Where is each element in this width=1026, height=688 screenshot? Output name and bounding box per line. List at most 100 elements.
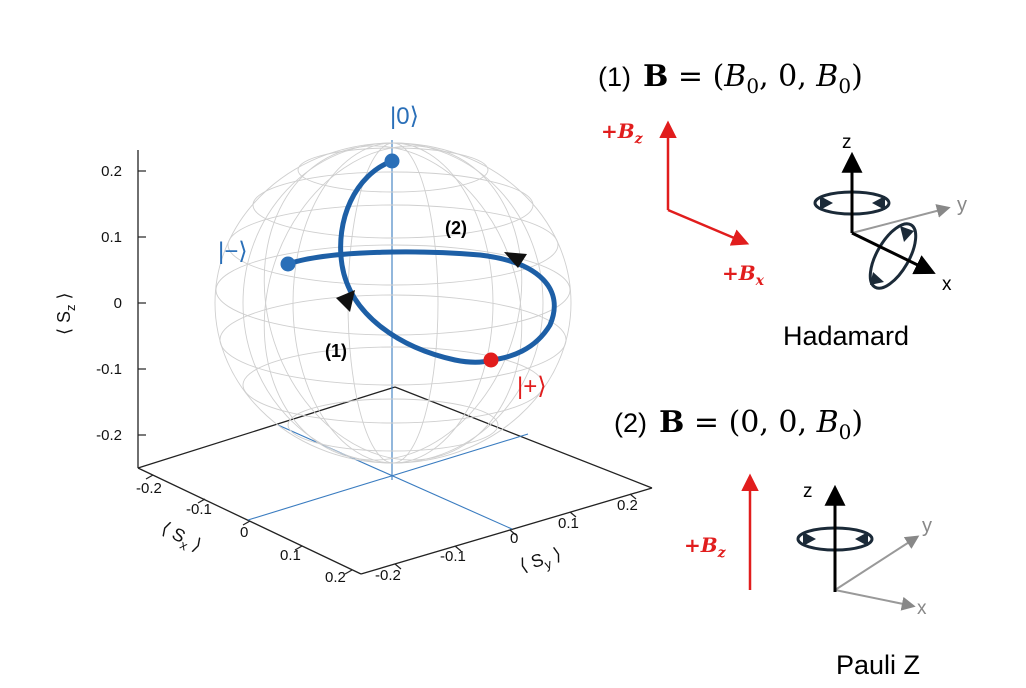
panel1-field-comp2-sub: 0 bbox=[838, 74, 851, 98]
y-tick-label: 0.2 bbox=[617, 497, 638, 514]
x-axis: -0.2 -0.1 0 0.1 0.2 ⟨ Sx ⟩ bbox=[136, 480, 346, 586]
z-axis-title-sub: z bbox=[63, 304, 78, 311]
panel2-axis-z-label: z bbox=[803, 481, 813, 502]
panel1-axis-y-label: y bbox=[957, 194, 967, 216]
tick-mark bbox=[197, 498, 206, 504]
latitude-line bbox=[242, 346, 544, 424]
panel1-field-comp2: B bbox=[815, 59, 838, 94]
rotation-arrow-icon bbox=[855, 532, 868, 546]
tick-mark bbox=[454, 545, 462, 552]
pauli-z-caption: Pauli Z bbox=[836, 650, 920, 680]
z-axis-title-text: ⟨ S bbox=[54, 311, 74, 335]
panel1-axis-x-label: x bbox=[942, 274, 952, 295]
z-tick-label: 0.1 bbox=[101, 229, 122, 246]
z-axis-title-close: ⟩ bbox=[54, 292, 74, 304]
panel1-field-mid: , 0, bbox=[759, 59, 816, 94]
x-tick-label: -0.2 bbox=[136, 480, 162, 497]
direction-arrow-icon bbox=[504, 252, 527, 268]
base-plane bbox=[137, 386, 653, 575]
rotation-arrow-icon bbox=[820, 196, 833, 210]
y-tick-label: -0.2 bbox=[375, 567, 401, 584]
y-axis: -0.2 -0.1 0 0.1 0.2 ⟨ Sy ⟩ bbox=[375, 497, 638, 584]
base-axes-projection bbox=[247, 424, 529, 530]
pauli-z-rotation-axes: z y x bbox=[796, 481, 932, 619]
panel2-number: (2) bbox=[614, 408, 647, 438]
base-edge-back-right bbox=[394, 386, 653, 489]
longitude-line bbox=[292, 142, 494, 464]
state-point-minus bbox=[280, 256, 296, 272]
y-axis-title: ⟨ Sy ⟩ bbox=[517, 544, 565, 580]
tick-mark bbox=[394, 563, 402, 570]
panel1-x-axis bbox=[851, 231, 936, 275]
base-edge-back-left bbox=[137, 386, 396, 469]
y-axis-title-text: ⟨ S bbox=[517, 549, 546, 575]
tick-mark bbox=[509, 529, 517, 536]
panel2-x-axis bbox=[834, 589, 916, 611]
panel1-field-close: ) bbox=[851, 59, 863, 94]
bx-label-panel1-main: +B bbox=[722, 261, 756, 285]
path-label-2: (2) bbox=[445, 218, 467, 238]
tick-mark bbox=[242, 520, 251, 526]
x-axis-title: ⟨ Sx ⟩ bbox=[156, 518, 205, 559]
panel2-field-eq: = (0, 0, bbox=[684, 405, 816, 440]
panel1-axis-z-label: z bbox=[842, 132, 852, 153]
bz-label-panel1-sub: z bbox=[634, 131, 644, 147]
panel2-field-bold: B bbox=[659, 405, 684, 440]
panel2-field-equation: (2) B = (0, 0, B0) bbox=[614, 405, 863, 444]
base-ticks bbox=[145, 474, 637, 575]
y-axis-title-sub: y bbox=[543, 556, 554, 572]
trajectories bbox=[285, 158, 557, 365]
trajectory-path-1 bbox=[338, 158, 494, 365]
bloch-plot: 0.2 0.1 0 -0.1 -0.2 ⟨ Sz ⟩ -0.2 -0.1 0 0… bbox=[54, 103, 653, 586]
state-label-plus: |+⟩ bbox=[517, 373, 547, 400]
bz-label-panel2: +Bz bbox=[684, 533, 727, 561]
hadamard-panel: (1) B = (B0, 0, B0) +Bz +Bx z y x Hadama… bbox=[598, 59, 967, 351]
z-tick-label: -0.1 bbox=[96, 361, 122, 378]
base-edge-front-right bbox=[360, 487, 653, 575]
longitude-line bbox=[263, 145, 523, 461]
y-tick-label: -0.1 bbox=[440, 548, 466, 565]
direction-arrow-icon bbox=[336, 290, 355, 312]
panel2-field-comp: B bbox=[816, 405, 839, 440]
tick-mark bbox=[294, 545, 303, 551]
rotation-arrow-icon bbox=[803, 532, 816, 546]
rotation-arrow-icon bbox=[870, 272, 884, 285]
y-tick-label: 0.1 bbox=[558, 515, 579, 532]
rotation-arrow-icon bbox=[872, 196, 885, 210]
panel1-field-comp1-sub: 0 bbox=[746, 74, 759, 98]
panel2-y-axis bbox=[834, 535, 920, 591]
x-tick-label: 0 bbox=[240, 524, 248, 541]
x-tick-label: -0.1 bbox=[186, 501, 212, 518]
x-tick-label: 0.1 bbox=[280, 547, 301, 564]
panel1-field-eq: = ( bbox=[668, 59, 724, 94]
latitude-line bbox=[287, 398, 499, 452]
x-axis-title-close: ⟩ bbox=[185, 532, 205, 555]
latitude-line bbox=[252, 171, 534, 239]
panel1-field-equation: (1) B = (B0, 0, B0) bbox=[598, 59, 863, 98]
panel2-field-close: ) bbox=[851, 405, 863, 440]
z-axis: 0.2 0.1 0 -0.1 -0.2 ⟨ Sz ⟩ bbox=[54, 150, 146, 468]
panel1-field-comp1: B bbox=[723, 59, 746, 94]
panel2-axis-y-label: y bbox=[922, 515, 932, 537]
z-tick-label: -0.2 bbox=[96, 427, 122, 444]
rotation-ring-x bbox=[868, 222, 918, 290]
z-axis-title: ⟨ Sz ⟩ bbox=[54, 292, 78, 335]
sphere-outline bbox=[214, 142, 572, 464]
latitude-line bbox=[227, 204, 559, 286]
hadamard-caption: Hadamard bbox=[783, 321, 909, 351]
bx-arrow-panel1 bbox=[667, 208, 750, 246]
hadamard-rotation-axes: z y x bbox=[813, 132, 967, 295]
panel2-field-comp-sub: 0 bbox=[839, 420, 852, 444]
y-tick-label: 0 bbox=[510, 530, 518, 547]
state-point-plus bbox=[483, 352, 499, 368]
tick-mark bbox=[569, 511, 577, 518]
bz-label-panel2-sub: z bbox=[717, 545, 727, 561]
tick-mark bbox=[344, 569, 353, 575]
path-label-1: (1) bbox=[325, 341, 347, 361]
pauli-z-panel: (2) B = (0, 0, B0) +Bz z y x Pauli Z bbox=[614, 405, 932, 680]
panel1-field-bold: B bbox=[643, 59, 668, 94]
y-axis-title-close: ⟩ bbox=[546, 544, 564, 567]
trajectory-path-2 bbox=[285, 249, 557, 363]
panel1-y-axis bbox=[851, 204, 951, 234]
